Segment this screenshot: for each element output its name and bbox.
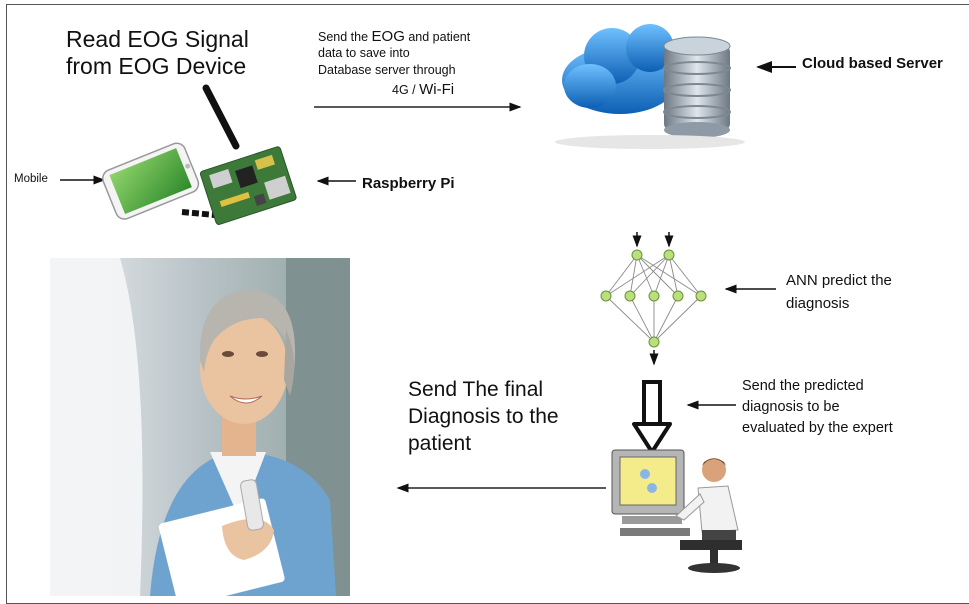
predicted-label: Send the predicted diagnosis to be evalu…	[742, 376, 952, 439]
down-arrow-icon	[632, 380, 672, 454]
smartphone-icon	[102, 142, 200, 220]
send-eog-line1: Send the EOG and patient	[318, 28, 470, 45]
final-line1: Send The final	[408, 378, 544, 401]
expert-at-computer-icon	[611, 449, 742, 573]
predicted-line2: diagnosis to be	[742, 399, 840, 415]
mobile-label: Mobile	[14, 173, 48, 185]
cloud-server-label: Cloud based Server	[802, 55, 943, 72]
send-eog-part3: and patient	[404, 30, 471, 44]
final-line3: patient	[408, 432, 472, 455]
send-eog-line2: data to save into	[318, 46, 410, 60]
ann-line2: diagnosis	[786, 295, 850, 312]
final-line2: Diagnosis to the	[408, 405, 559, 428]
raspberry-pi-label: Raspberry Pi	[362, 175, 455, 192]
eog-device-cable	[202, 84, 240, 150]
final-diagnosis-label: Send The final Diagnosis to the patient	[408, 376, 608, 457]
send-eog-4g: 4G /	[392, 83, 420, 97]
ann-line1: ANN predict the	[786, 272, 892, 289]
raspberry-pi-board-icon	[199, 146, 297, 225]
read-eog-title: Read EOG Signal from EOG Device	[66, 26, 296, 80]
send-eog-wifi: Wi-Fi	[419, 81, 455, 98]
predicted-line3: evaluated by the expert	[742, 420, 893, 436]
neural-network-icon	[600, 232, 707, 366]
predicted-line1: Send the predicted	[742, 378, 864, 394]
send-eog-line3: Database server through	[318, 63, 456, 77]
send-eog-line4: 4G / Wi-Fi	[392, 81, 454, 98]
send-eog-part1: Send the	[318, 30, 372, 44]
cloud-database-icon	[555, 24, 745, 149]
ann-label: ANN predict the diagnosis	[786, 269, 936, 315]
send-eog-part2: EOG	[371, 28, 405, 45]
read-eog-line1: Read EOG Signal	[66, 26, 249, 52]
patient-photo	[50, 258, 350, 597]
read-eog-line2: from EOG Device	[66, 53, 247, 79]
